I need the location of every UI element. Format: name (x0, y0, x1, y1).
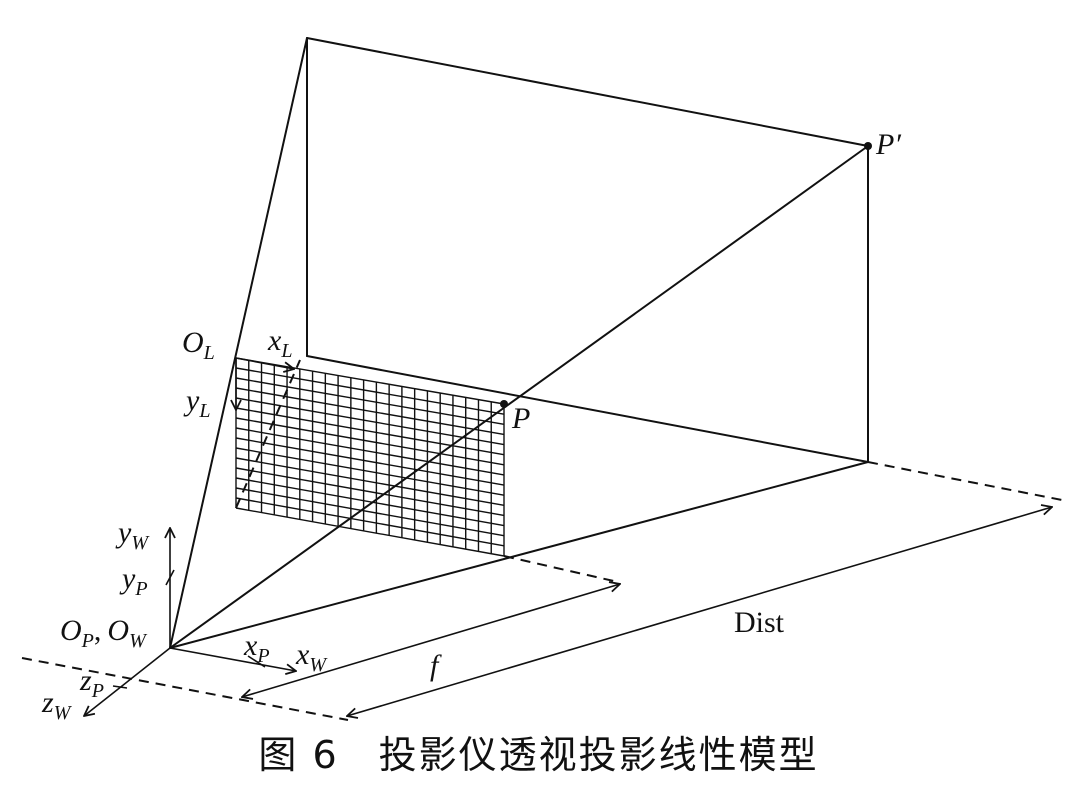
grid-row-line-1 (235, 367, 505, 415)
label-o-p-o-w: OP,OW (60, 614, 148, 652)
label-z-p: zP (79, 664, 104, 702)
label-x-l: xL (267, 324, 292, 362)
grid-row-line-6 (235, 417, 505, 466)
grid-row-line-7 (235, 427, 505, 476)
dashed-lines (21, 359, 1063, 721)
grid-row-line-10 (235, 457, 505, 507)
grid-row-line-4 (235, 397, 505, 446)
grid-row-line-13 (235, 487, 505, 537)
figure-caption: 图 6 投影仪透视投影线性模型 (258, 733, 819, 777)
grid-row-line-8 (235, 437, 505, 486)
grid-row-line-12 (235, 477, 505, 527)
label-o-l: OL (182, 326, 215, 364)
point-p (500, 400, 508, 408)
label-x-w: xW (295, 638, 328, 676)
label-f: f (430, 649, 442, 682)
grid-row-line-2 (235, 377, 505, 425)
label-p: P (511, 402, 530, 435)
grid-row-line-3 (235, 387, 505, 436)
point-p-prime (864, 142, 872, 150)
axes (84, 357, 296, 716)
image-plane-grid (235, 357, 505, 557)
label-y-l: yL (183, 384, 210, 422)
grid-row-line-15 (235, 507, 505, 557)
dimension-arrows (242, 507, 1052, 716)
label-z-w: zW (41, 686, 73, 724)
label-y-p: yP (119, 562, 148, 600)
label-dist: Dist (734, 606, 785, 639)
label-p-prime: P′ (875, 128, 901, 161)
grid-row-line-9 (235, 447, 505, 496)
label-y-w: yW (115, 516, 150, 554)
grid-row-line-11 (235, 467, 505, 517)
label-x-p: xP (243, 629, 270, 667)
grid-row-line-5 (235, 407, 505, 456)
